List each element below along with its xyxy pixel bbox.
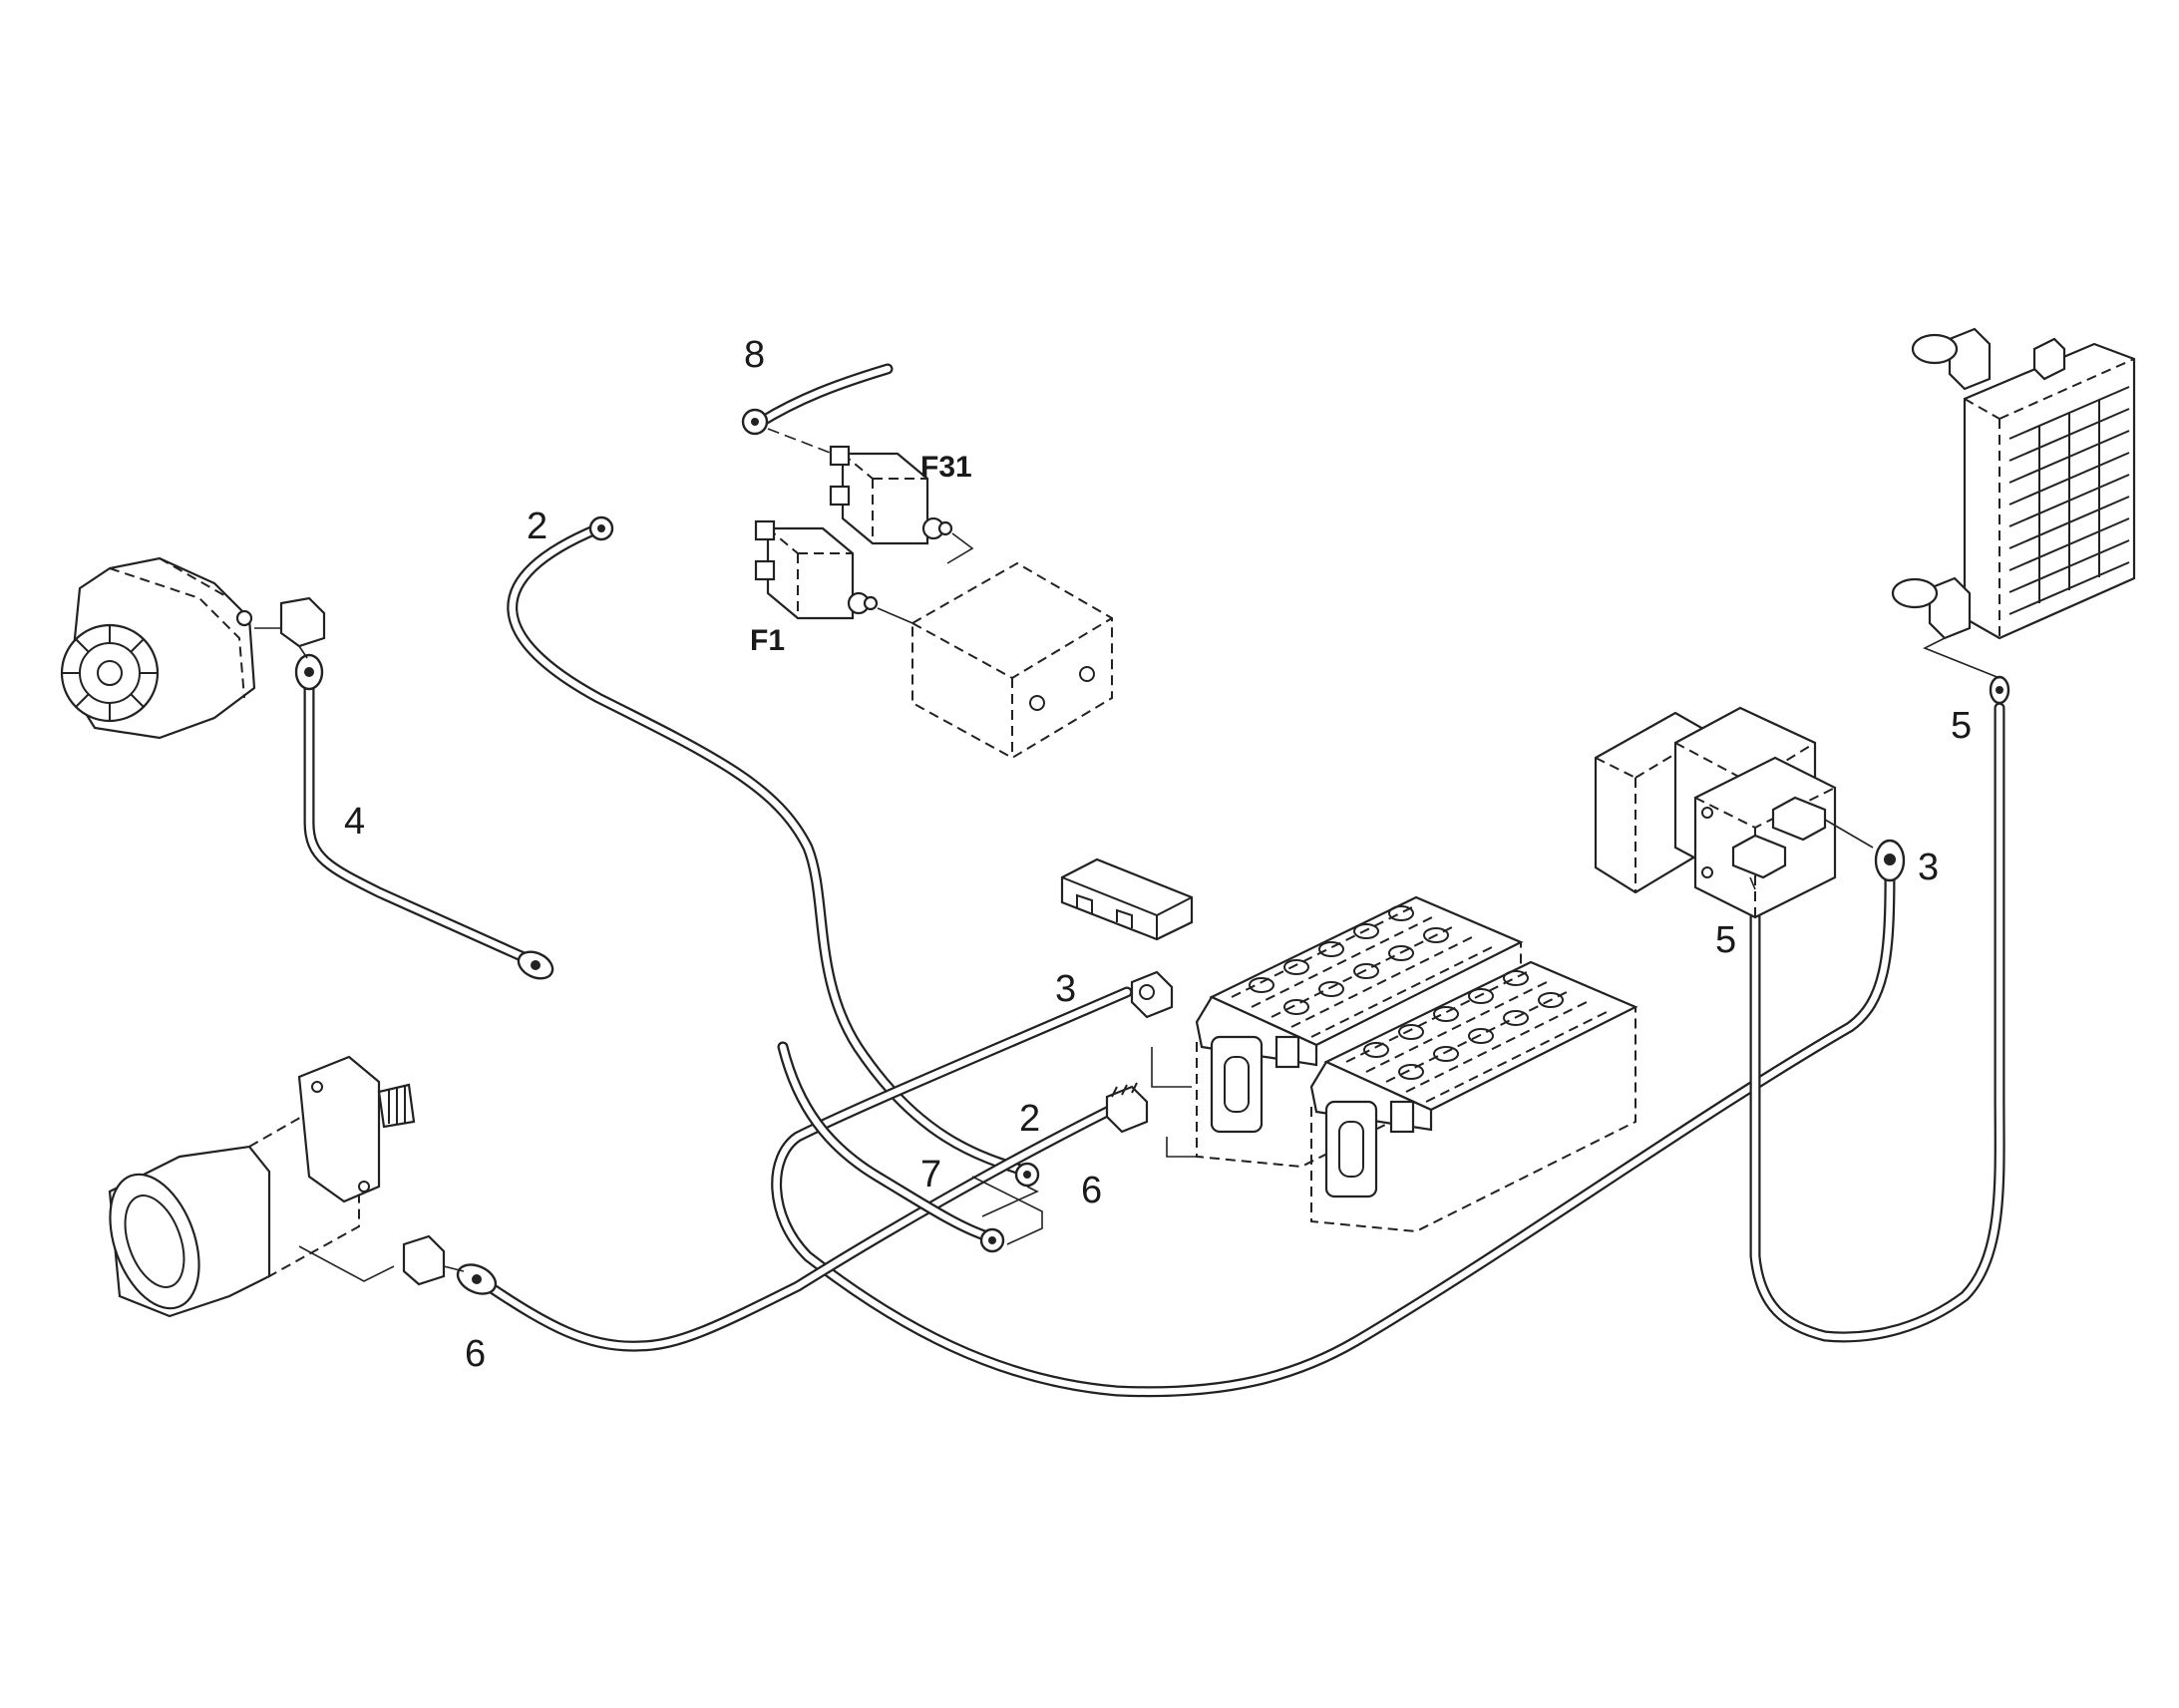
alternator — [60, 556, 326, 740]
callout-6-center: 6 — [1081, 1170, 1102, 1211]
callout-2-top: 2 — [527, 506, 547, 547]
battery-cover — [1060, 857, 1194, 941]
cable-2 — [507, 515, 1040, 1188]
cable-3 — [771, 839, 1906, 1398]
fuse-f31 — [829, 445, 953, 545]
battery-clamp-negative — [1105, 1082, 1149, 1134]
battery-front — [1166, 960, 1638, 1233]
callout-2-bottom: 2 — [1019, 1098, 1040, 1140]
fuse-leader-lines — [767, 428, 974, 624]
starter-motor — [108, 1055, 465, 1318]
callout-5-middle: 5 — [1715, 919, 1736, 961]
leader-lines — [971, 1176, 1043, 1245]
fuse-relay-box — [1891, 327, 2136, 679]
battery-front-cells — [1363, 970, 1564, 1080]
cable-8 — [741, 363, 894, 436]
cables — [294, 363, 2010, 1398]
callout-7: 7 — [920, 1154, 941, 1196]
fuse-holder-block — [911, 561, 1113, 760]
battery-master-switch — [1594, 706, 1874, 919]
callout-5-right: 5 — [1951, 705, 1972, 747]
battery-rear — [1151, 895, 1524, 1169]
cable-7 — [777, 1041, 1005, 1253]
callout-4: 4 — [344, 801, 365, 843]
callout-3-right: 3 — [1918, 847, 1939, 888]
callout-f31: F31 — [920, 451, 972, 484]
callout-3-left: 3 — [1055, 968, 1076, 1010]
fuse-f1 — [754, 519, 879, 620]
cable-4 — [294, 653, 554, 980]
callout-6-left: 6 — [465, 1333, 486, 1375]
callout-f1: F1 — [750, 624, 785, 657]
fuse-box-slots — [2008, 386, 2130, 615]
battery-rear-cells — [1249, 905, 1449, 1015]
callout-8: 8 — [744, 334, 765, 376]
callout-labels: 8 F31 F1 2 4 3 2 7 6 6 5 5 3 — [344, 334, 1972, 1375]
battery-clamp-positive — [1130, 970, 1174, 1019]
